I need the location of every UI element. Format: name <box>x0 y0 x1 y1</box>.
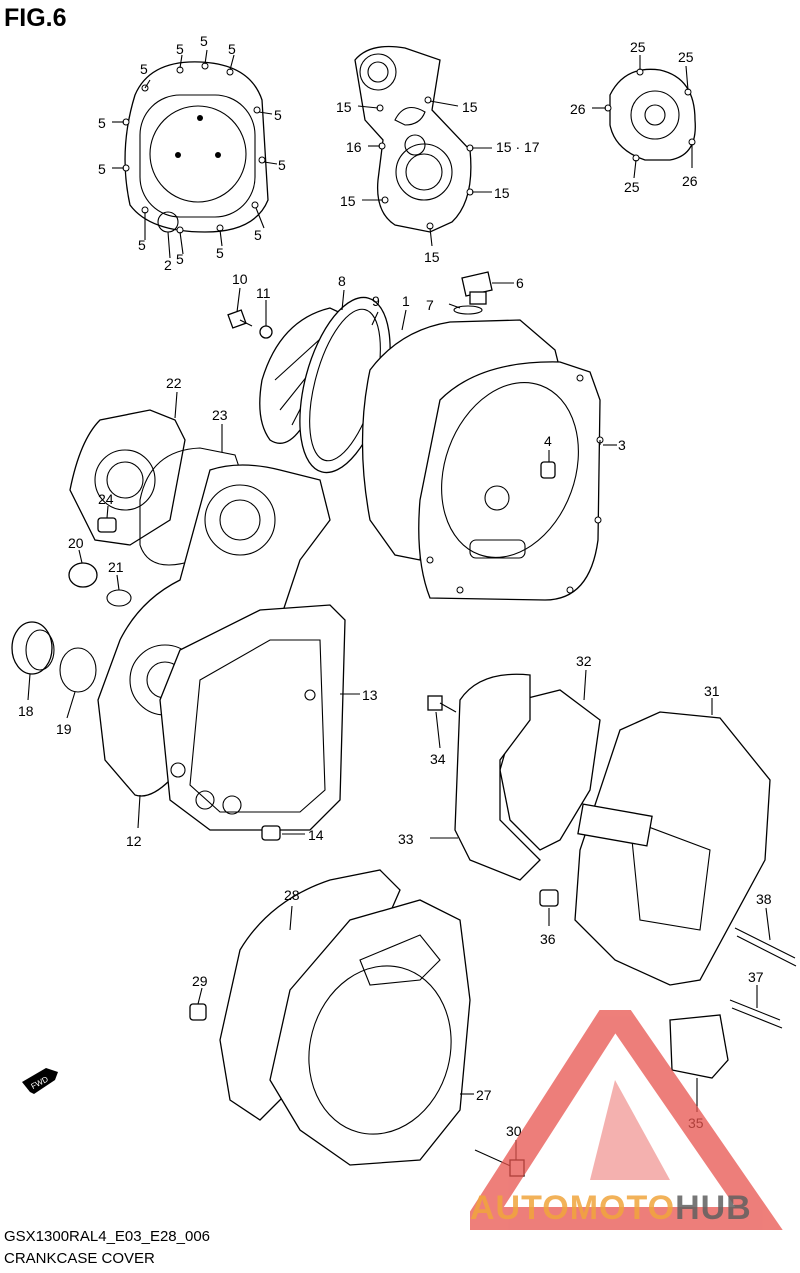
label-24: 24 <box>98 491 114 507</box>
washer-21-part <box>106 589 132 607</box>
figure-code: GSX1300RAL4_E03_E28_006 <box>4 1228 211 1245</box>
cover-27-part <box>269 899 471 1166</box>
label-5e: 5 <box>98 115 106 131</box>
label-33: 33 <box>398 831 414 847</box>
label-2: 2 <box>164 257 172 273</box>
label-13: 13 <box>362 687 378 703</box>
label-5b: 5 <box>176 41 184 57</box>
clutch-cover-part <box>122 61 269 234</box>
starter-cover-part <box>604 68 696 162</box>
label-26b: 26 <box>682 173 698 189</box>
cap-35-part <box>669 1014 729 1079</box>
label-4: 4 <box>544 433 552 449</box>
gasket-13-part <box>159 604 346 831</box>
watermark-text-part2: HUB <box>675 1189 752 1227</box>
label-5a: 5 <box>140 61 148 77</box>
label-26a: 26 <box>570 101 586 117</box>
label-12: 12 <box>126 833 142 849</box>
label-11: 11 <box>256 285 271 301</box>
figure-title: FIG.6 <box>4 4 67 32</box>
label-25c: 25 <box>624 179 640 195</box>
label-21: 21 <box>108 559 124 575</box>
label-23: 23 <box>212 407 228 423</box>
label-25a: 25 <box>630 39 646 55</box>
dowel-29-part <box>189 1003 207 1021</box>
label-5h: 5 <box>278 157 286 173</box>
label-32: 32 <box>576 653 592 669</box>
label-31: 31 <box>704 683 720 699</box>
label-15a: 15 <box>336 99 352 115</box>
label-5c: 5 <box>200 33 208 49</box>
bolt-38-part <box>734 927 797 967</box>
label-5g: 5 <box>98 161 106 177</box>
label-30: 30 <box>506 1123 522 1139</box>
label-22: 22 <box>166 375 182 391</box>
label-15b: 15 <box>462 99 478 115</box>
label-27: 27 <box>476 1087 492 1103</box>
dowel-14-part <box>261 825 281 841</box>
label-38: 38 <box>756 891 772 907</box>
label-7: 7 <box>426 297 434 313</box>
figure-caption: CRANKCASE COVER <box>4 1250 155 1267</box>
label-15-17: 15 · 17 <box>496 139 540 155</box>
label-1: 1 <box>402 293 410 309</box>
label-15c: 15 <box>494 185 510 201</box>
plug-20-part <box>68 562 98 588</box>
label-3: 3 <box>618 437 626 453</box>
label-14: 14 <box>308 827 324 843</box>
triangle-logo-icon <box>470 1010 783 1230</box>
label-19: 19 <box>56 721 72 737</box>
label-36: 36 <box>540 931 556 947</box>
cover-12-part <box>97 464 331 797</box>
bolt-34-part <box>427 695 457 713</box>
cover-22-part <box>69 409 186 546</box>
label-20: 20 <box>68 535 84 551</box>
label-5k: 5 <box>176 251 184 267</box>
label-9: 9 <box>372 293 380 309</box>
watermark-text-part1: AUTOMOTO <box>470 1189 676 1227</box>
label-5i: 5 <box>138 237 146 253</box>
cover-32-part <box>499 689 601 851</box>
generator-cover-part <box>354 45 474 233</box>
dowel-36-part <box>539 889 559 907</box>
label-25b: 25 <box>678 49 694 65</box>
label-15d: 15 <box>340 193 356 209</box>
oil-seal-18-part <box>11 621 55 675</box>
cover-31-part <box>574 711 771 986</box>
label-16: 16 <box>346 139 362 155</box>
label-5l: 5 <box>216 245 224 261</box>
label-5j: 5 <box>254 227 262 243</box>
label-29: 29 <box>192 973 208 989</box>
label-10: 10 <box>232 271 248 287</box>
label-8: 8 <box>338 273 346 289</box>
crankcase-cover-1-part <box>361 319 604 601</box>
label-5d: 5 <box>228 41 236 57</box>
bolt-10-part <box>227 309 273 339</box>
watermark-text: AUTOMOTOHUB <box>470 1189 752 1228</box>
label-37: 37 <box>748 969 764 985</box>
label-34: 34 <box>430 751 446 767</box>
o-ring-19-part <box>59 647 97 693</box>
gasket-33-part <box>454 673 541 881</box>
oil-filler-cap-part <box>453 271 493 315</box>
label-18: 18 <box>18 703 34 719</box>
label-15e: 15 <box>424 249 440 265</box>
label-6: 6 <box>516 275 524 291</box>
watermark-logo <box>470 1010 783 1230</box>
fwd-arrow-icon: FWD <box>22 1068 58 1094</box>
bolt-37-part <box>729 999 783 1029</box>
label-28: 28 <box>284 887 300 903</box>
label-5f: 5 <box>274 107 282 123</box>
